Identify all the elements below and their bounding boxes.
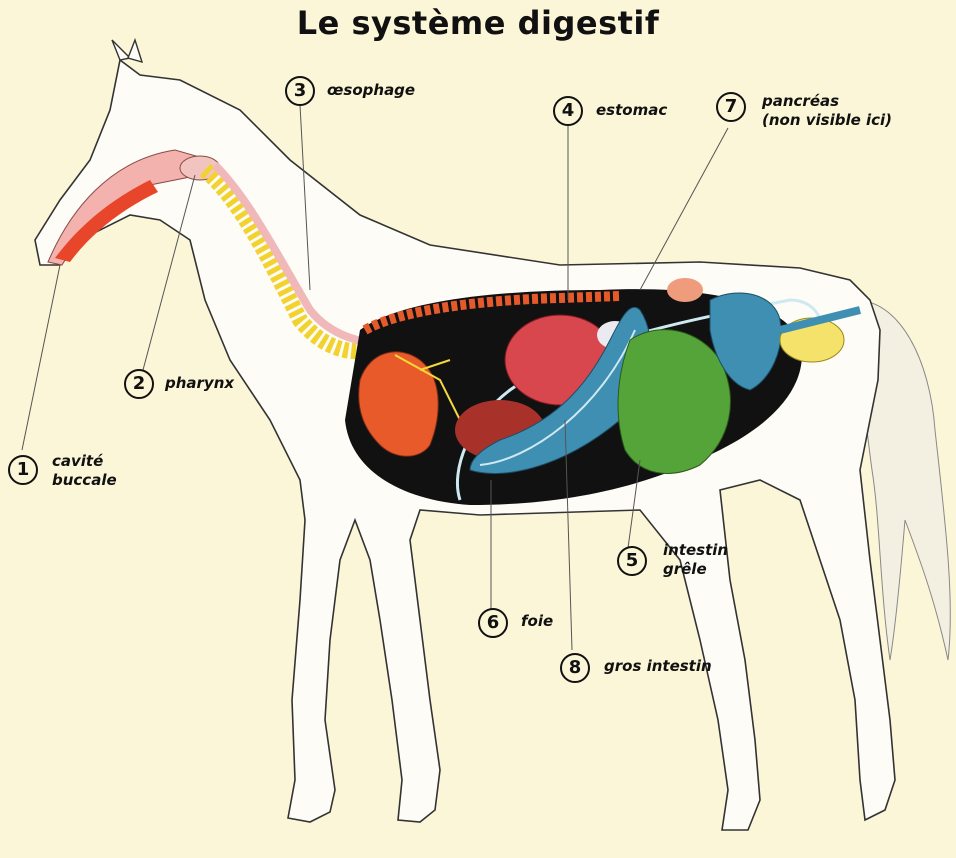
label-number-4: 4 (553, 96, 583, 126)
label-text-3: œsophage (327, 81, 416, 99)
diagram-title: Le système digestif (296, 4, 660, 42)
leader-line-1 (21, 264, 61, 451)
label-text-4: estomac (596, 101, 668, 119)
pancreas (667, 278, 703, 302)
colon-orange (362, 291, 621, 335)
label-text-6: foie (521, 612, 554, 630)
label-number-5: 5 (617, 546, 647, 576)
small-intestine (617, 329, 731, 474)
label-number-1: 1 (8, 455, 38, 485)
leader-line-8 (564, 419, 573, 651)
leader-line-5 (627, 459, 641, 549)
label-number-6: 6 (478, 608, 508, 638)
leader-line-3 (299, 104, 311, 291)
label-text-7: pancréas(non visible ici) (762, 92, 893, 129)
label-text-2: pharynx (165, 374, 235, 392)
large-intestine (469, 307, 651, 474)
horse-tail (854, 299, 951, 661)
horse-ear (111, 39, 132, 61)
heart-vessels (394, 354, 461, 421)
horse-ear (127, 37, 144, 64)
label-number-3: 3 (285, 76, 315, 106)
label-number-8: 8 (560, 653, 590, 683)
label-number-2: 2 (124, 369, 154, 399)
rectum-tube (779, 306, 861, 334)
mouth-tongue (55, 180, 158, 262)
label-text-8: gros intestin (604, 657, 712, 675)
label-number-7: 7 (716, 92, 746, 122)
trachea (199, 163, 372, 360)
leader-line-2 (142, 174, 196, 371)
large-intestine-right (709, 292, 782, 391)
leader-line-7 (639, 127, 729, 291)
large-intestine-stripe (479, 329, 636, 466)
heart (358, 351, 439, 457)
